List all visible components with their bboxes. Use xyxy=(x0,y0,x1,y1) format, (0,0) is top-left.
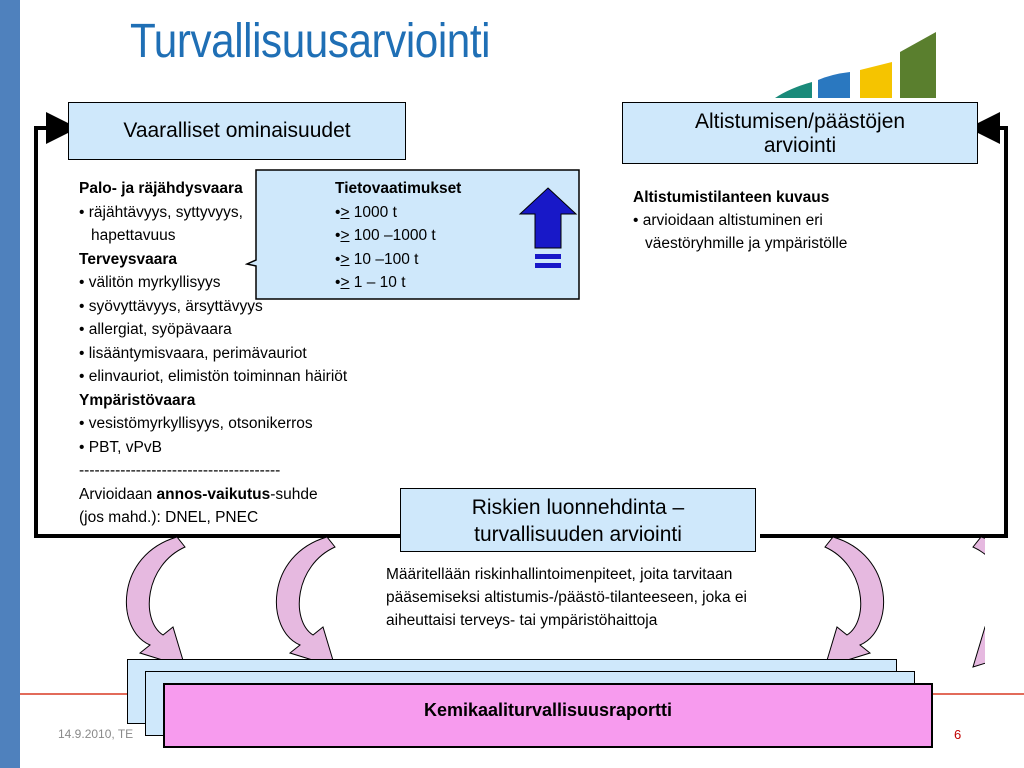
curved-arrows xyxy=(125,536,985,668)
environment-hazard-heading: Ympäristövaara xyxy=(79,391,196,409)
risk-characterisation-box: Riskien luonnehdinta – turvallisuuden ar… xyxy=(400,488,756,552)
info-item: •> 1 – 10 t xyxy=(335,274,406,291)
left-accent-bar xyxy=(0,0,20,768)
divider-line xyxy=(930,693,1024,695)
curved-arrow-icon xyxy=(972,536,985,668)
divider-line xyxy=(20,693,130,695)
info-requirements-heading: Tietovaatimukset xyxy=(335,180,462,197)
exposure-details: Altistumistilanteen kuvaus • arvioidaan … xyxy=(633,186,847,255)
hazard-properties-box: Vaaralliset ominaisuudet xyxy=(68,102,406,160)
exposure-item: väestöryhmille ja ympäristölle xyxy=(645,235,848,252)
hazard-properties-label: Vaaralliset ominaisuudet xyxy=(123,119,351,142)
physical-hazard-heading: Palo- ja räjähdysvaara xyxy=(79,180,243,197)
logo-bars-icon xyxy=(775,32,936,98)
curved-arrow-icon xyxy=(824,536,885,668)
page-number: 6 xyxy=(954,727,962,742)
hazard-item: • elinvauriot, elimistön toiminnan häiri… xyxy=(79,368,348,385)
risk-label-1: Riskien luonnehdinta – xyxy=(471,496,685,519)
hazard-item: • vesistömyrkyllisyys, otsonikerros xyxy=(79,415,313,432)
exposure-item: • arvioidaan altistuminen eri xyxy=(633,212,823,229)
exposure-assessment-label-1: Altistumisen/päästöjen xyxy=(694,110,906,133)
hazard-item: • välitön myrkyllisyys xyxy=(79,274,221,291)
dose-response-line-2: (jos mahd.): DNEL, PNEC xyxy=(79,509,259,526)
risk-description: Määritellään riskinhallintoimenpiteet, j… xyxy=(386,566,747,629)
hazard-item: • PBT, vPvB xyxy=(79,438,162,456)
info-item: •> 1000 t xyxy=(335,203,397,221)
hazard-item: • lisääntymisvaara, perimävauriot xyxy=(79,344,307,362)
flow-arrow-icon xyxy=(760,112,1008,538)
exposure-assessment-label-2: arviointi xyxy=(763,134,837,157)
flow-arrow-icon xyxy=(34,112,400,538)
hazard-item: • allergiat, syöpävaara xyxy=(79,321,232,338)
hazard-details: Palo- ja räjähdysvaara • räjähtävyys, sy… xyxy=(79,177,347,530)
hazard-item: • räjähtävyys, syttyvyys, xyxy=(79,203,243,221)
chemical-safety-report-box xyxy=(163,683,933,748)
dose-response-line: Arvioidaan annos-vaikutus-suhde xyxy=(79,485,318,503)
info-requirements-list: Tietovaatimukset •> 1000 t •> 100 –1000 … xyxy=(335,177,461,295)
exposure-assessment-box: Altistumisen/päästöjen arviointi xyxy=(622,102,978,164)
health-hazard-heading: Terveysvaara xyxy=(79,250,177,268)
info-item: •> 100 –1000 t xyxy=(335,227,436,244)
curved-arrow-icon xyxy=(125,536,186,668)
footer-date: 14.9.2010, TE xyxy=(58,727,134,741)
separator-line: --------------------------------------- xyxy=(79,462,281,479)
hazard-item: • syövyttävyys, ärsyttävyys xyxy=(79,297,263,315)
chemical-safety-report-label: Kemikaaliturvallisuusraportti xyxy=(423,700,673,720)
curved-arrow-icon xyxy=(275,536,336,668)
exposure-heading: Altistumistilanteen kuvaus xyxy=(633,189,830,206)
up-arrow-icon xyxy=(518,187,578,268)
hazard-item: hapettavuus xyxy=(91,227,176,244)
risk-label-2: turvallisuuden arviointi xyxy=(474,523,682,546)
info-requirements-callout xyxy=(245,169,580,300)
page-title: Turvallisuusarviointi xyxy=(130,15,491,68)
info-item: •> 10 –100 t xyxy=(335,250,419,268)
